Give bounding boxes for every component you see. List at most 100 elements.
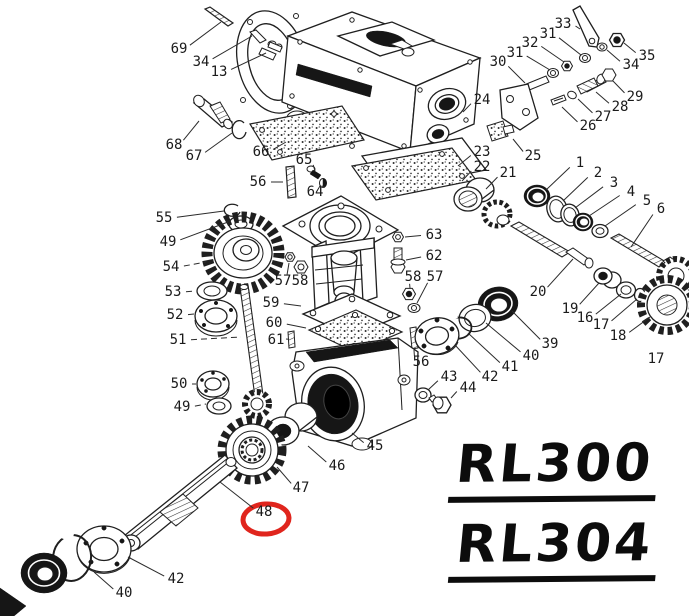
leader-line-45 (351, 432, 365, 443)
part-label-58: 58 (405, 269, 422, 285)
part-label-33: 33 (555, 16, 572, 32)
leader-line-62 (405, 256, 422, 261)
part-label-18: 18 (610, 328, 627, 344)
part-label-27: 27 (595, 109, 612, 125)
leader-line-53 (185, 290, 197, 293)
o-ring-67 (231, 119, 247, 140)
ring-43 (414, 387, 432, 403)
stud-69 (203, 6, 235, 27)
leader-line-32 (541, 45, 565, 63)
bearing-52 (194, 299, 238, 337)
washer-31-lower (547, 68, 559, 78)
part-label-64: 64 (307, 184, 324, 200)
model-label-rl300: RL300 (447, 433, 661, 503)
part-label-34: 34 (623, 57, 640, 73)
leader-line-64 (321, 185, 326, 188)
leader-line-31 (526, 55, 551, 71)
roll-pin-26 (550, 94, 567, 106)
part-label-23: 23 (474, 144, 491, 160)
leader-line-57 (416, 282, 429, 304)
leader-line-22 (461, 170, 472, 182)
part-label-42: 42 (168, 571, 185, 587)
part-label-67: 67 (186, 148, 203, 164)
part-label-16: 16 (577, 310, 594, 326)
needle-bearing-21 (453, 177, 495, 212)
part-label-2: 2 (594, 165, 602, 181)
leader-line-17 (611, 298, 638, 322)
part-label-34: 34 (193, 54, 210, 70)
leader-line-23 (457, 155, 472, 167)
seal-1 (523, 184, 551, 208)
leader-line-66 (272, 141, 287, 150)
leader-line-60 (286, 323, 307, 329)
stud-61 (287, 330, 296, 349)
nut-58-left (293, 260, 309, 274)
part-label-17: 17 (648, 351, 665, 367)
leader-line-41 (467, 332, 501, 363)
leader-line-29 (612, 80, 625, 94)
part-label-26: 26 (580, 118, 597, 134)
part-label-28: 28 (612, 99, 629, 115)
part-label-39: 39 (542, 336, 559, 352)
gear-cluster-18 (637, 256, 689, 335)
leader-line-46 (307, 445, 327, 463)
leader-line-69 (189, 21, 222, 46)
cover-plate-23-and-gasket-22 (350, 137, 488, 201)
part-label-60: 60 (266, 315, 283, 331)
part-label-54: 54 (163, 259, 180, 275)
leader-line-30 (507, 65, 526, 84)
plug-44 (428, 394, 452, 414)
leader-line-40 (93, 571, 114, 590)
bolt-62 (390, 247, 406, 274)
part-label-56: 56 (250, 174, 267, 190)
part-label-57: 57 (275, 273, 292, 289)
leader-line-57 (286, 262, 290, 275)
leader-line-42 (454, 344, 481, 373)
leader-line-33 (575, 25, 581, 30)
washer-57-right (407, 303, 421, 313)
leader-line-49 (180, 221, 229, 241)
leader-line-34 (212, 35, 253, 60)
part-label-17: 17 (593, 317, 610, 333)
washer-31-upper (579, 53, 591, 63)
part-label-35: 35 (639, 48, 656, 64)
part-label-57: 57 (427, 269, 444, 285)
leader-line-54 (183, 261, 207, 267)
model-label-rl304: RL304 (447, 513, 661, 583)
part-label-63: 63 (426, 227, 443, 243)
part-label-44: 44 (460, 380, 477, 396)
part-label-53: 53 (165, 284, 182, 300)
highlight-ellipse-48 (240, 501, 292, 537)
leader-line-5 (604, 204, 637, 227)
leader-line-13 (230, 52, 267, 70)
nut-63 (391, 231, 405, 243)
leader-line-3 (574, 186, 604, 209)
part-label-55: 55 (156, 210, 173, 226)
pin-27 (567, 90, 577, 100)
model-codes: RL300 RL304 (447, 433, 661, 583)
pin-64 (319, 178, 327, 188)
leader-line-27 (577, 98, 593, 114)
part-label-49: 49 (174, 399, 191, 415)
leader-line-63 (404, 235, 422, 238)
part-label-69: 69 (171, 41, 188, 57)
part-label-3: 3 (610, 175, 618, 191)
part-label-22: 22 (474, 159, 491, 175)
leader-line-43 (427, 380, 439, 391)
bearing-42-bottom (76, 525, 132, 574)
leader-line-52 (187, 313, 195, 316)
spline-shaft-51 (239, 284, 272, 419)
lever-33 (572, 5, 600, 48)
leader-line-19 (579, 282, 600, 305)
leader-line-6 (630, 214, 654, 248)
leader-line-39 (511, 310, 541, 340)
part-label-62: 62 (426, 248, 443, 264)
part-label-40: 40 (523, 348, 540, 364)
part-label-68: 68 (166, 137, 183, 153)
screw-65 (306, 165, 322, 180)
part-label-32: 32 (522, 35, 539, 51)
leader-line-18 (628, 316, 651, 333)
washer-34 (596, 42, 608, 52)
